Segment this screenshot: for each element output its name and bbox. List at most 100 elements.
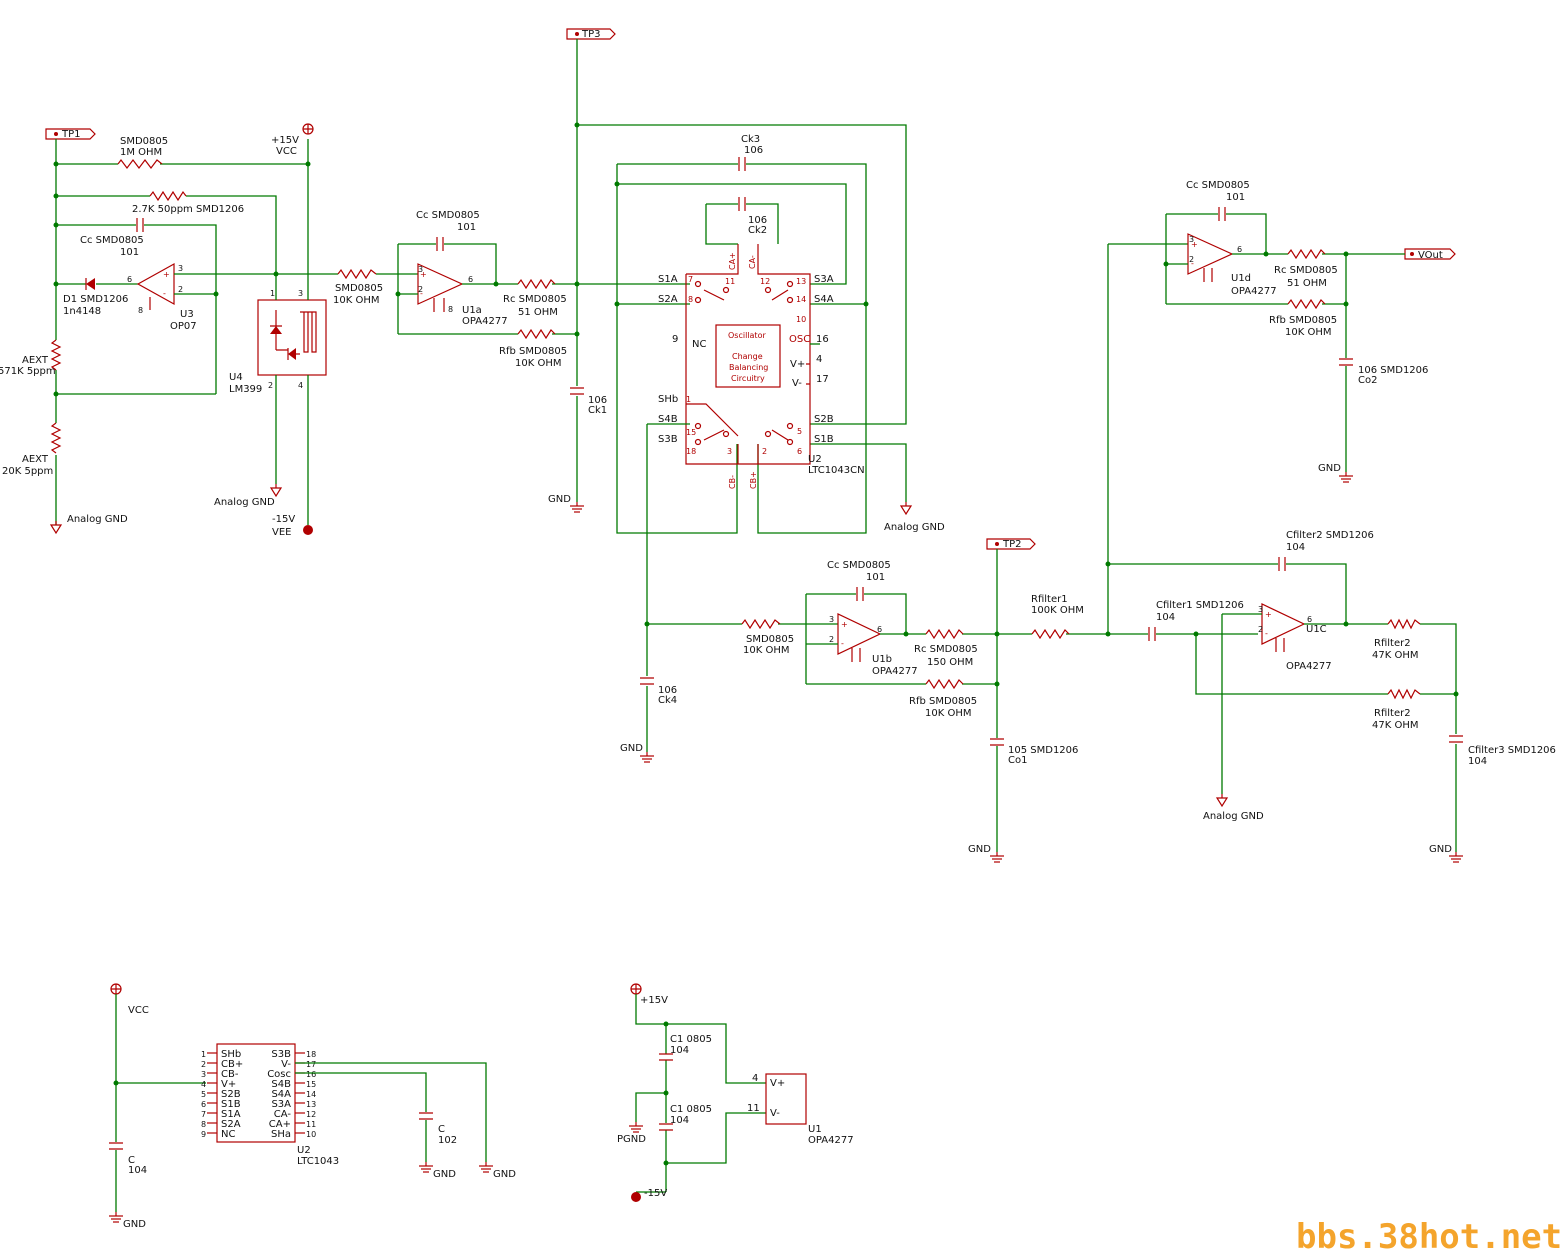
svg-text:11: 11 <box>725 277 735 286</box>
ltc-right-pin-name: V- <box>281 1059 291 1070</box>
svg-text:C: C <box>128 1155 135 1166</box>
svg-text:2: 2 <box>1189 255 1194 264</box>
svg-text:14: 14 <box>796 295 806 304</box>
svg-text:Cc SMD0805: Cc SMD0805 <box>827 560 891 571</box>
svg-text:SMD0805: SMD0805 <box>746 634 794 645</box>
svg-text:104: 104 <box>670 1045 689 1056</box>
svg-text:OPA4277: OPA4277 <box>462 316 508 327</box>
svg-text:TP3: TP3 <box>581 29 601 40</box>
svg-text:10K OHM: 10K OHM <box>333 295 379 306</box>
ltc-left-pin-name: CB+ <box>221 1059 243 1070</box>
svg-text:106: 106 <box>658 685 677 696</box>
svg-text:2: 2 <box>268 381 273 390</box>
svg-text:+15V: +15V <box>640 995 668 1006</box>
svg-text:2: 2 <box>418 285 423 294</box>
ltc-left-pin-name: SHb <box>221 1049 241 1060</box>
svg-text:2: 2 <box>762 447 767 456</box>
svg-text:Rfilter1: Rfilter1 <box>1031 594 1068 605</box>
svg-text:Analog GND: Analog GND <box>1203 811 1264 822</box>
ltc-right-pin-name: S4B <box>271 1079 291 1090</box>
svg-text:10K OHM: 10K OHM <box>743 645 789 656</box>
svg-text:Cc SMD0805: Cc SMD0805 <box>416 210 480 221</box>
opamp-u1c <box>1261 603 1306 645</box>
svg-text:571K 5ppm: 571K 5ppm <box>0 366 56 377</box>
svg-text:Balancing: Balancing <box>729 363 768 372</box>
ltc-right-pin-number: 15 <box>306 1080 316 1089</box>
svg-text:U4: U4 <box>229 372 243 383</box>
svg-text:3: 3 <box>1258 605 1263 614</box>
svg-text:51 OHM: 51 OHM <box>1287 278 1327 289</box>
svg-text:+: + <box>163 270 170 279</box>
svg-text:CA-: CA- <box>748 255 757 269</box>
svg-text:4: 4 <box>816 354 822 365</box>
svg-text:GND: GND <box>433 1169 456 1180</box>
svg-text:U1b: U1b <box>872 654 892 665</box>
svg-text:V+: V+ <box>790 359 805 370</box>
svg-text:3: 3 <box>1189 235 1194 244</box>
ltc-left-pin-number: 9 <box>201 1130 206 1139</box>
svg-text:S4A: S4A <box>814 294 834 305</box>
svg-text:LTC1043CN: LTC1043CN <box>808 465 865 476</box>
svg-text:2: 2 <box>1258 625 1263 634</box>
ltc-right-pin-number: 17 <box>306 1060 316 1069</box>
svg-text:4: 4 <box>752 1073 758 1084</box>
tp1-flag[interactable]: TP1 <box>45 128 96 140</box>
svg-text:10K OHM: 10K OHM <box>925 708 971 719</box>
filter-section: Rfilter1 100K OHM Cfilter1 SMD1206 104 C… <box>1031 244 1556 863</box>
svg-text:47K OHM: 47K OHM <box>1372 720 1418 731</box>
svg-text:6: 6 <box>468 275 473 284</box>
ltc-right-pin-name: Cosc <box>267 1069 291 1080</box>
svg-text:S4B: S4B <box>658 414 678 425</box>
svg-text:VOut: VOut <box>1418 250 1443 261</box>
vout-flag[interactable]: VOut <box>1404 248 1456 261</box>
ltc-left-pin-name: S1B <box>221 1099 241 1110</box>
lm399-u4 <box>257 299 327 376</box>
ltc-right-pin-name: S3B <box>271 1049 291 1060</box>
svg-text:51 OHM: 51 OHM <box>518 307 558 318</box>
svg-text:1: 1 <box>686 395 691 404</box>
opa4277-power: +15V C1 0805 104 C1 0805 104 PGND -15V 4… <box>617 983 854 1202</box>
svg-text:GND: GND <box>968 844 991 855</box>
tp3-flag[interactable]: TP3 <box>566 28 616 40</box>
svg-text:VEE: VEE <box>272 527 291 538</box>
svg-text:106 SMD1206: 106 SMD1206 <box>1358 365 1428 376</box>
svg-text:LM399: LM399 <box>229 384 262 395</box>
svg-text:V-: V- <box>792 378 802 389</box>
svg-text:3: 3 <box>727 447 732 456</box>
ltc-left-pin-name: V+ <box>221 1079 236 1090</box>
svg-text:C1 0805: C1 0805 <box>670 1104 712 1115</box>
u1b-section: SMD0805 10K OHM + - 3 2 6 U1b OPA4277 Cc… <box>647 549 1108 863</box>
svg-text:7: 7 <box>688 275 693 284</box>
svg-text:11: 11 <box>747 1103 760 1114</box>
svg-text:Cc SMD0805: Cc SMD0805 <box>80 235 144 246</box>
ltc-left-pin-name: CB- <box>221 1069 239 1080</box>
svg-text:8: 8 <box>448 305 453 314</box>
svg-text:-: - <box>1191 259 1194 268</box>
svg-text:6: 6 <box>1237 245 1242 254</box>
svg-text:U1a: U1a <box>462 305 482 316</box>
svg-text:Cfilter1 SMD1206: Cfilter1 SMD1206 <box>1156 600 1244 611</box>
svg-text:Circuitry: Circuitry <box>731 374 765 383</box>
ltc-left-pin-number: 1 <box>201 1050 206 1059</box>
svg-text:106: 106 <box>748 215 767 226</box>
svg-text:16: 16 <box>816 334 829 345</box>
tp2-flag[interactable]: TP2 <box>986 538 1036 550</box>
svg-text:S1B: S1B <box>814 434 834 445</box>
svg-text:Rfb SMD0805: Rfb SMD0805 <box>909 696 977 707</box>
ltc-left-pin-name: S2A <box>221 1119 241 1130</box>
svg-text:Analog GND: Analog GND <box>67 514 128 525</box>
svg-text:-15V: -15V <box>272 514 295 525</box>
svg-text:V-: V- <box>770 1108 780 1119</box>
svg-text:101: 101 <box>866 572 885 583</box>
svg-text:1n4148: 1n4148 <box>63 306 101 317</box>
opamp-u3 <box>136 262 175 306</box>
svg-text:Co1: Co1 <box>1008 755 1027 766</box>
svg-text:2: 2 <box>829 635 834 644</box>
svg-text:101: 101 <box>1226 192 1245 203</box>
svg-text:101: 101 <box>457 222 476 233</box>
svg-text:1M OHM: 1M OHM <box>120 147 162 158</box>
svg-text:Rfilter2: Rfilter2 <box>1374 708 1411 719</box>
svg-text:3: 3 <box>418 265 423 274</box>
ltc-left-pin-number: 2 <box>201 1060 206 1069</box>
